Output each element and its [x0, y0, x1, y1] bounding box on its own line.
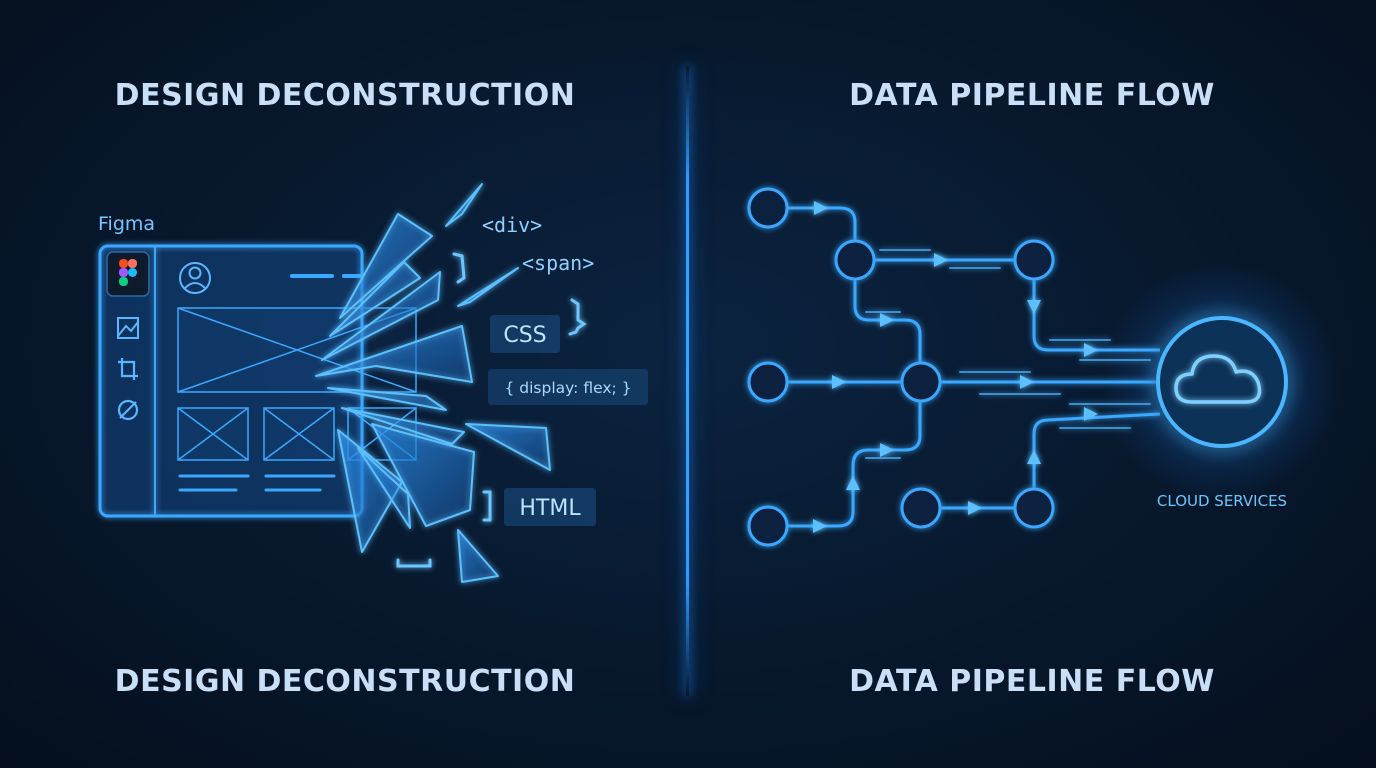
- figma-window: [98, 244, 364, 518]
- html-chip: HTML: [504, 488, 596, 526]
- source-node-3: [747, 505, 789, 547]
- hub-node: [900, 361, 942, 403]
- cloud-node: [1156, 316, 1288, 448]
- shattered-shards: [315, 183, 551, 583]
- source-node-2: [747, 361, 789, 403]
- data-pipeline-heading-bottom: DATA PIPELINE FLOW: [849, 664, 1215, 699]
- display-flex-label: { display: flex; }: [504, 379, 631, 397]
- figma-logo-icon[interactable]: [106, 251, 150, 297]
- pipeline-nodes: [747, 187, 1055, 547]
- image-icon[interactable]: [117, 317, 139, 339]
- source-node-1: [747, 187, 789, 229]
- style-chip: { display: flex; }: [488, 369, 648, 405]
- cloud-services-label: CLOUD SERVICES: [1157, 492, 1287, 510]
- design-deconstruction-heading-bottom: DESIGN DECONSTRUCTION: [114, 664, 576, 699]
- relay-node-2: [1013, 487, 1055, 529]
- design-deconstruction-heading-top: DESIGN DECONSTRUCTION: [114, 78, 576, 113]
- div-tag-label: <div>: [482, 213, 542, 237]
- text-lines: [178, 474, 336, 492]
- center-divider: [686, 66, 689, 696]
- crop-icon[interactable]: [118, 358, 138, 380]
- source-node-4: [900, 487, 942, 529]
- bracket-marks: [396, 252, 587, 568]
- merge-node-1: [834, 239, 876, 281]
- relay-node-1: [1013, 239, 1055, 281]
- avatar-icon: [179, 262, 211, 294]
- flow-arrows: [813, 201, 1098, 533]
- data-streaks: [865, 249, 1151, 459]
- cloud-icon: [1174, 354, 1262, 404]
- eye-off-icon[interactable]: [117, 399, 139, 421]
- css-chip: CSS: [490, 315, 560, 353]
- figma-label: Figma: [98, 213, 155, 235]
- span-tag-label: <span>: [522, 251, 594, 275]
- data-pipeline-heading-top: DATA PIPELINE FLOW: [849, 78, 1215, 113]
- html-label: HTML: [519, 496, 581, 521]
- css-label: CSS: [503, 323, 546, 348]
